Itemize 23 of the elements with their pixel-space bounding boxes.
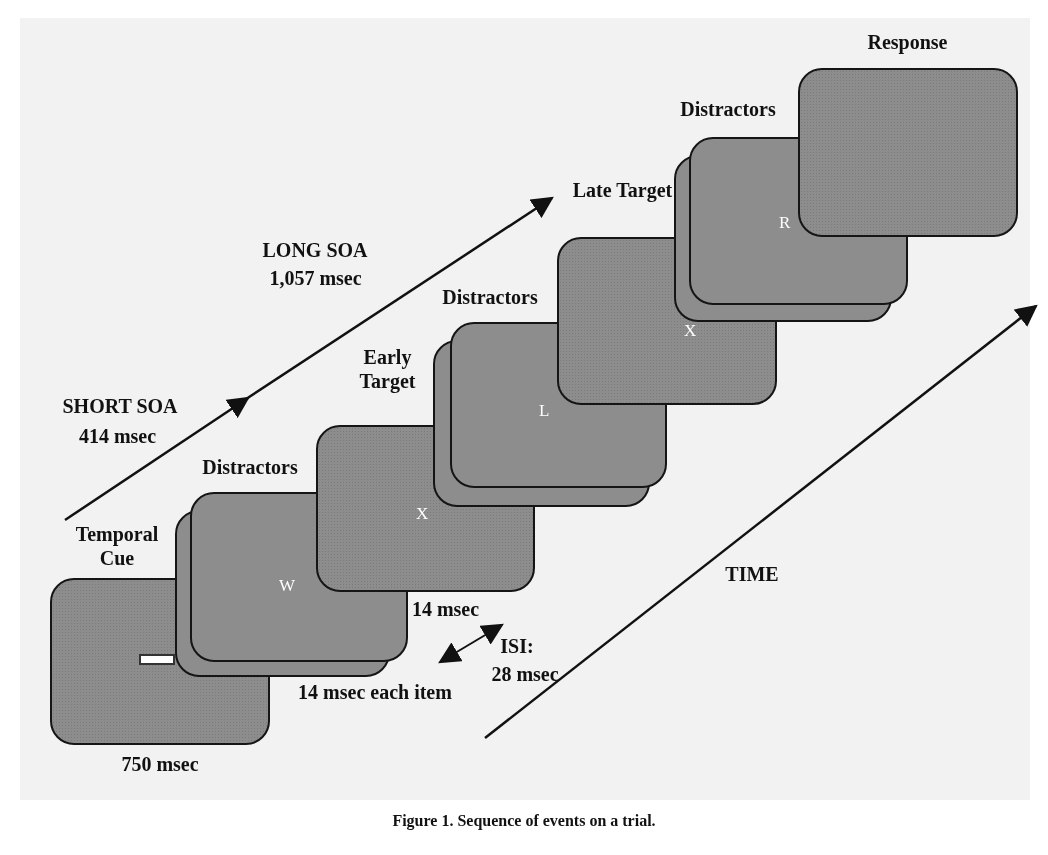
stimulus-letter: R [779,214,791,231]
screen-heading: Early Target [358,345,417,393]
annotation-label: 28 msec [490,662,560,686]
annotation-label: TIME [724,562,780,586]
figure-caption: Figure 1. Sequence of events on a trial. [391,812,657,830]
annotation-label: LONG SOA [261,238,369,262]
annotation-label: ISI: [499,634,535,658]
annotation-label: 14 msec each item [297,680,453,704]
annotation-label: 1,057 msec [268,266,363,290]
stimulus-letter: L [539,402,550,419]
annotation-label: 414 msec [77,424,158,448]
screen-heading: Distractors [679,97,777,121]
screen-heading: Distractors [441,285,539,309]
screen-heading: Temporal Cue [74,522,160,570]
annotation-label: 14 msec [410,597,481,621]
stimulus-letter: W [279,577,296,594]
stimulus-letter: X [416,505,429,522]
annotation-label: SHORT SOA [61,394,179,418]
duration-label: 750 msec [120,752,200,776]
stimulus-letter: X [684,322,697,339]
screen-heading: Late Target [571,178,674,202]
screen-heading: Distractors [201,455,299,479]
screen-heading: Response [866,30,949,54]
